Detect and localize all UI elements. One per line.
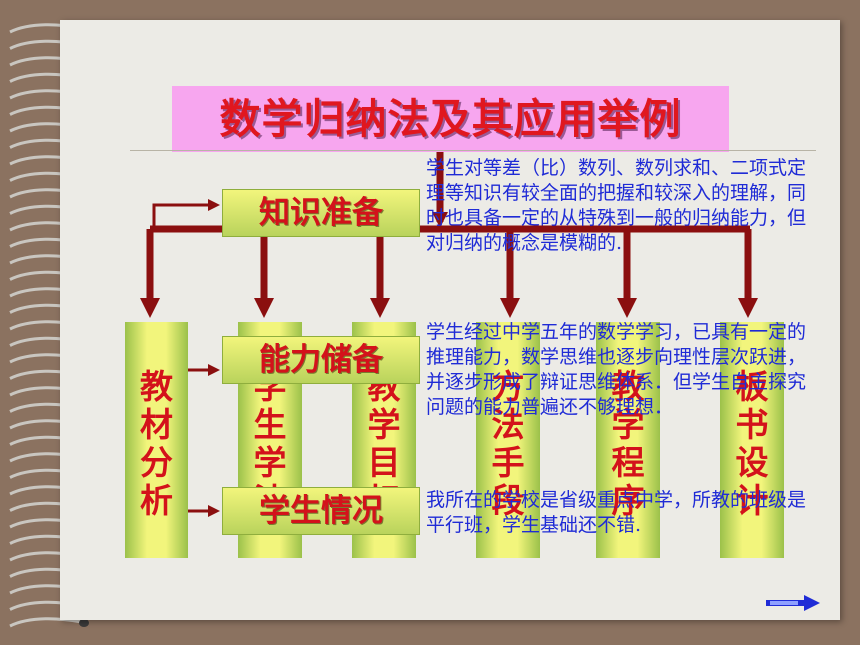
column-method-means[interactable]: 方 法 手 段: [476, 322, 540, 558]
column-teaching-procedure[interactable]: 教 学 程 序: [596, 322, 660, 558]
title-divider: [130, 150, 816, 151]
student-situation-box[interactable]: 学生情况: [222, 487, 420, 535]
ability-reserve-box[interactable]: 能力储备: [222, 336, 420, 384]
knowledge-prep-text: 学生对等差（比）数列、数列求和、二项式定理等知识有较全面的把握和较深入的理解，同…: [426, 157, 807, 254]
column-board-design[interactable]: 板 书 设 计: [720, 322, 784, 558]
ability-reserve-text: 学生经过中学五年的数学学习，已具有一定的推理能力，数学思维也逐步向理性层次跃进，…: [426, 321, 807, 418]
column-textbook-analysis[interactable]: 教 材 分 析: [125, 322, 188, 558]
knowledge-prep-box[interactable]: 知识准备: [222, 189, 420, 237]
page-title: 数学归纳法及其应用举例: [172, 86, 729, 152]
next-arrow-icon[interactable]: [764, 594, 822, 612]
student-situation-text: 我所在的学校是省级重点中学，所教的班级是平行班，学生基础还不错.: [426, 489, 807, 536]
